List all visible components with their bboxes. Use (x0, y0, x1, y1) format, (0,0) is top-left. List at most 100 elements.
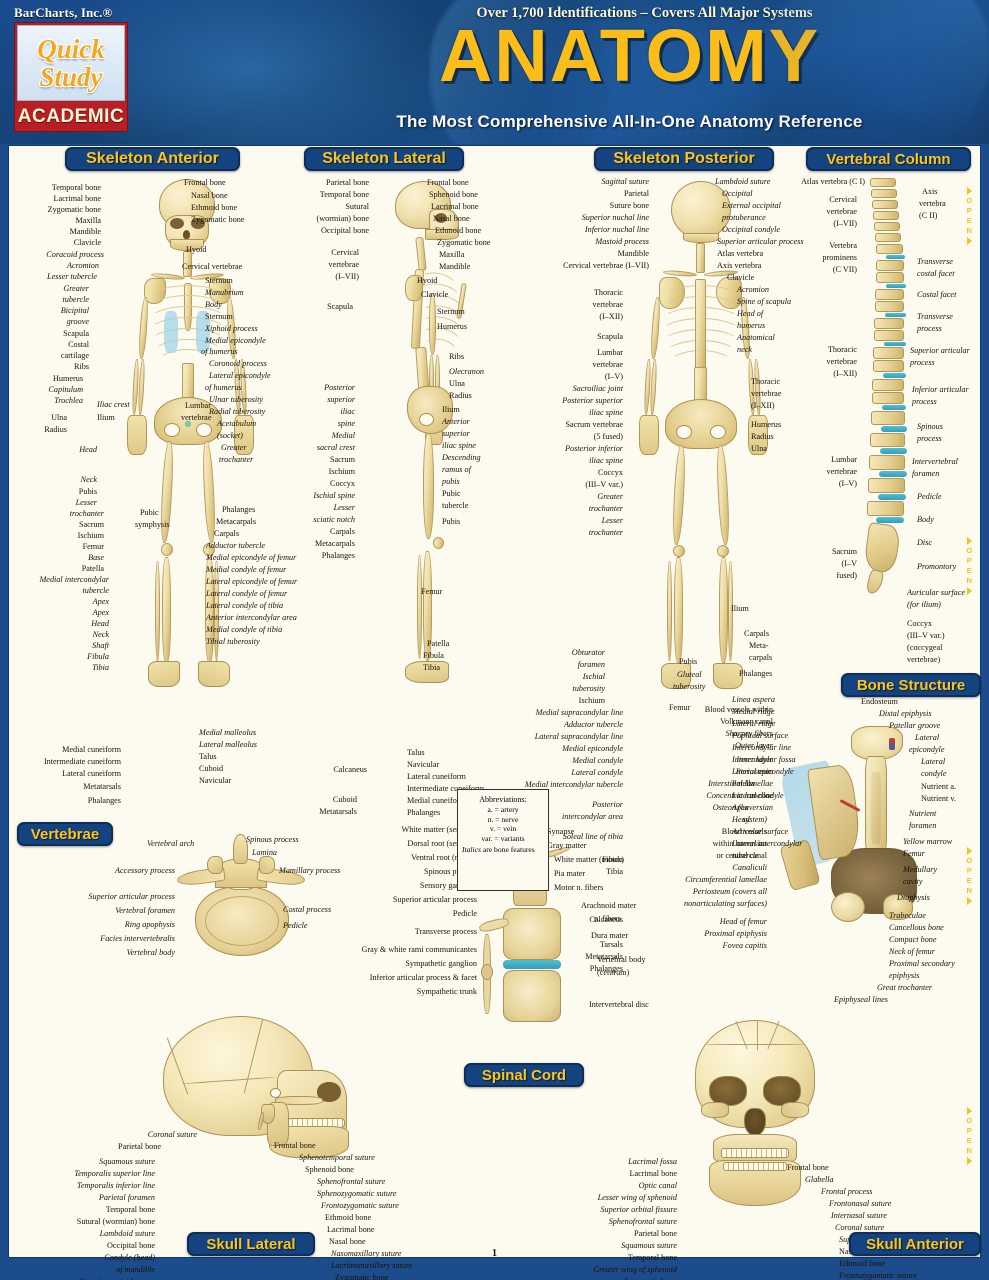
label: Sternum (437, 307, 465, 316)
open-marker-4: OPEN (961, 1106, 977, 1166)
vertebra-thoracic (876, 272, 904, 283)
label: Sternum (205, 276, 233, 285)
label: Temporal bone (627, 1253, 677, 1262)
label: Phalanges (321, 551, 355, 560)
label: Zygomatic bone (499, 1277, 677, 1280)
label: Ethmoid bone (435, 226, 482, 235)
label: Fibula (87, 652, 109, 661)
label: Temporalis inferior line (77, 1181, 155, 1190)
vertebra-cervical (873, 211, 899, 220)
triangle-icon (966, 237, 972, 245)
label: Trabeculae (889, 911, 926, 920)
label: Pedicle (283, 921, 308, 930)
chip-label: Skeleton Posterior (613, 150, 755, 167)
label: (III–V var.) (907, 631, 945, 640)
label: iliac spine (589, 456, 623, 465)
label: Axis (922, 187, 938, 196)
scapula-lateral (405, 275, 423, 301)
triangle-icon (966, 1157, 972, 1165)
label: Tibia (92, 663, 109, 672)
open-marker-label: OPEN (964, 196, 974, 236)
label: Lumbar (185, 401, 211, 410)
label: Lateral ridge (732, 719, 776, 728)
label: Apex (732, 803, 749, 812)
label: Frontal bone (274, 1141, 316, 1150)
label: Cervical (331, 248, 359, 257)
chip-label: Skull Lateral (206, 1235, 296, 1253)
label: Body (917, 515, 934, 524)
vertebra-thoracic (874, 330, 904, 341)
femur-lateral (423, 433, 434, 539)
label: Yellow marrow (903, 837, 953, 846)
intervertebral-disc (881, 426, 907, 432)
vertebra-lumbar (869, 455, 905, 470)
label: Greater (221, 443, 247, 452)
label: Posterior (324, 383, 355, 392)
label: Diaphysis (897, 893, 930, 902)
label: Superior orbital fissure (600, 1205, 677, 1214)
intervertebral-disc (878, 494, 906, 500)
vertebra-thoracic (873, 360, 904, 372)
label: Neck (80, 475, 97, 484)
label: ramus of (442, 465, 471, 474)
label: Ribs (449, 352, 465, 361)
label: (I–V (841, 559, 857, 568)
label: Squamous suture (621, 1241, 677, 1250)
superior-articular-process-left (207, 856, 223, 874)
logo-academic-text: ACADEMIC (17, 106, 125, 127)
spinous-process (233, 834, 248, 864)
vertebra-thoracic (876, 260, 904, 271)
label: Lateral cuneiform (407, 772, 466, 781)
label: Concentric lamellae (706, 791, 773, 800)
label: iliac spine (589, 408, 623, 417)
triangle-icon (966, 1107, 972, 1115)
label: Obturator (571, 648, 605, 657)
label: Synapse (547, 827, 575, 836)
label: Patella (427, 639, 450, 648)
label: symphysis (135, 520, 170, 529)
label: Greater (597, 492, 623, 501)
label: Temporal bone (105, 1205, 155, 1214)
label: foramen (577, 660, 605, 669)
label: Superior articular process (717, 237, 804, 246)
fibula-lateral (417, 555, 422, 659)
label: Transverse process (414, 927, 477, 936)
abbreviations-title: Abbreviations: (479, 795, 527, 804)
vertebra-thoracic (873, 347, 904, 359)
label: Tibia (606, 867, 623, 876)
label: Lesser (601, 516, 623, 525)
label: Squamous suture (99, 1157, 155, 1166)
vertebral-body-lower (503, 970, 561, 1022)
label: Lateral cuneiform (62, 769, 121, 778)
patella-right (203, 543, 215, 556)
label: iliac spine (442, 441, 476, 450)
label: Great trochanter (877, 983, 933, 992)
label: Humerus (52, 374, 83, 383)
abbreviation-row: n. = nerve (487, 814, 519, 824)
label: Posterior superior (562, 396, 623, 405)
label: carpals (749, 653, 773, 662)
label: vertebra (919, 199, 946, 208)
label: Head (732, 815, 750, 824)
section-title-skull-anterior: Skull Anterior (849, 1232, 981, 1256)
label: Lacrimal fossa (628, 1157, 677, 1166)
label: Sympathetic ganglion (405, 959, 477, 968)
label: (C VII) (832, 265, 857, 274)
label: Temporal bone (51, 183, 101, 192)
header-subtitle: The Most Comprehensive All-In-One Anatom… (396, 112, 863, 131)
label: Inner layer (736, 755, 773, 764)
label: Superior nuchal line (581, 213, 649, 222)
label: Periosteum (735, 767, 773, 776)
label: Sacrum (78, 520, 104, 529)
label: Soleal line of tibia (562, 832, 623, 841)
label: Lateral malleolus (199, 740, 257, 749)
label: Iliac crest (97, 400, 130, 409)
label: Temporal bone (319, 190, 369, 199)
label: Inferior nuchal line (584, 225, 649, 234)
label: (C II) (919, 211, 938, 220)
section-title-skeleton-posterior: Skeleton Posterior (594, 147, 774, 171)
label: Metacarpals (314, 539, 355, 548)
abbreviations-note-italic: Italics (462, 844, 481, 854)
label: Ribs (73, 362, 89, 371)
label: of humerus (205, 383, 242, 392)
